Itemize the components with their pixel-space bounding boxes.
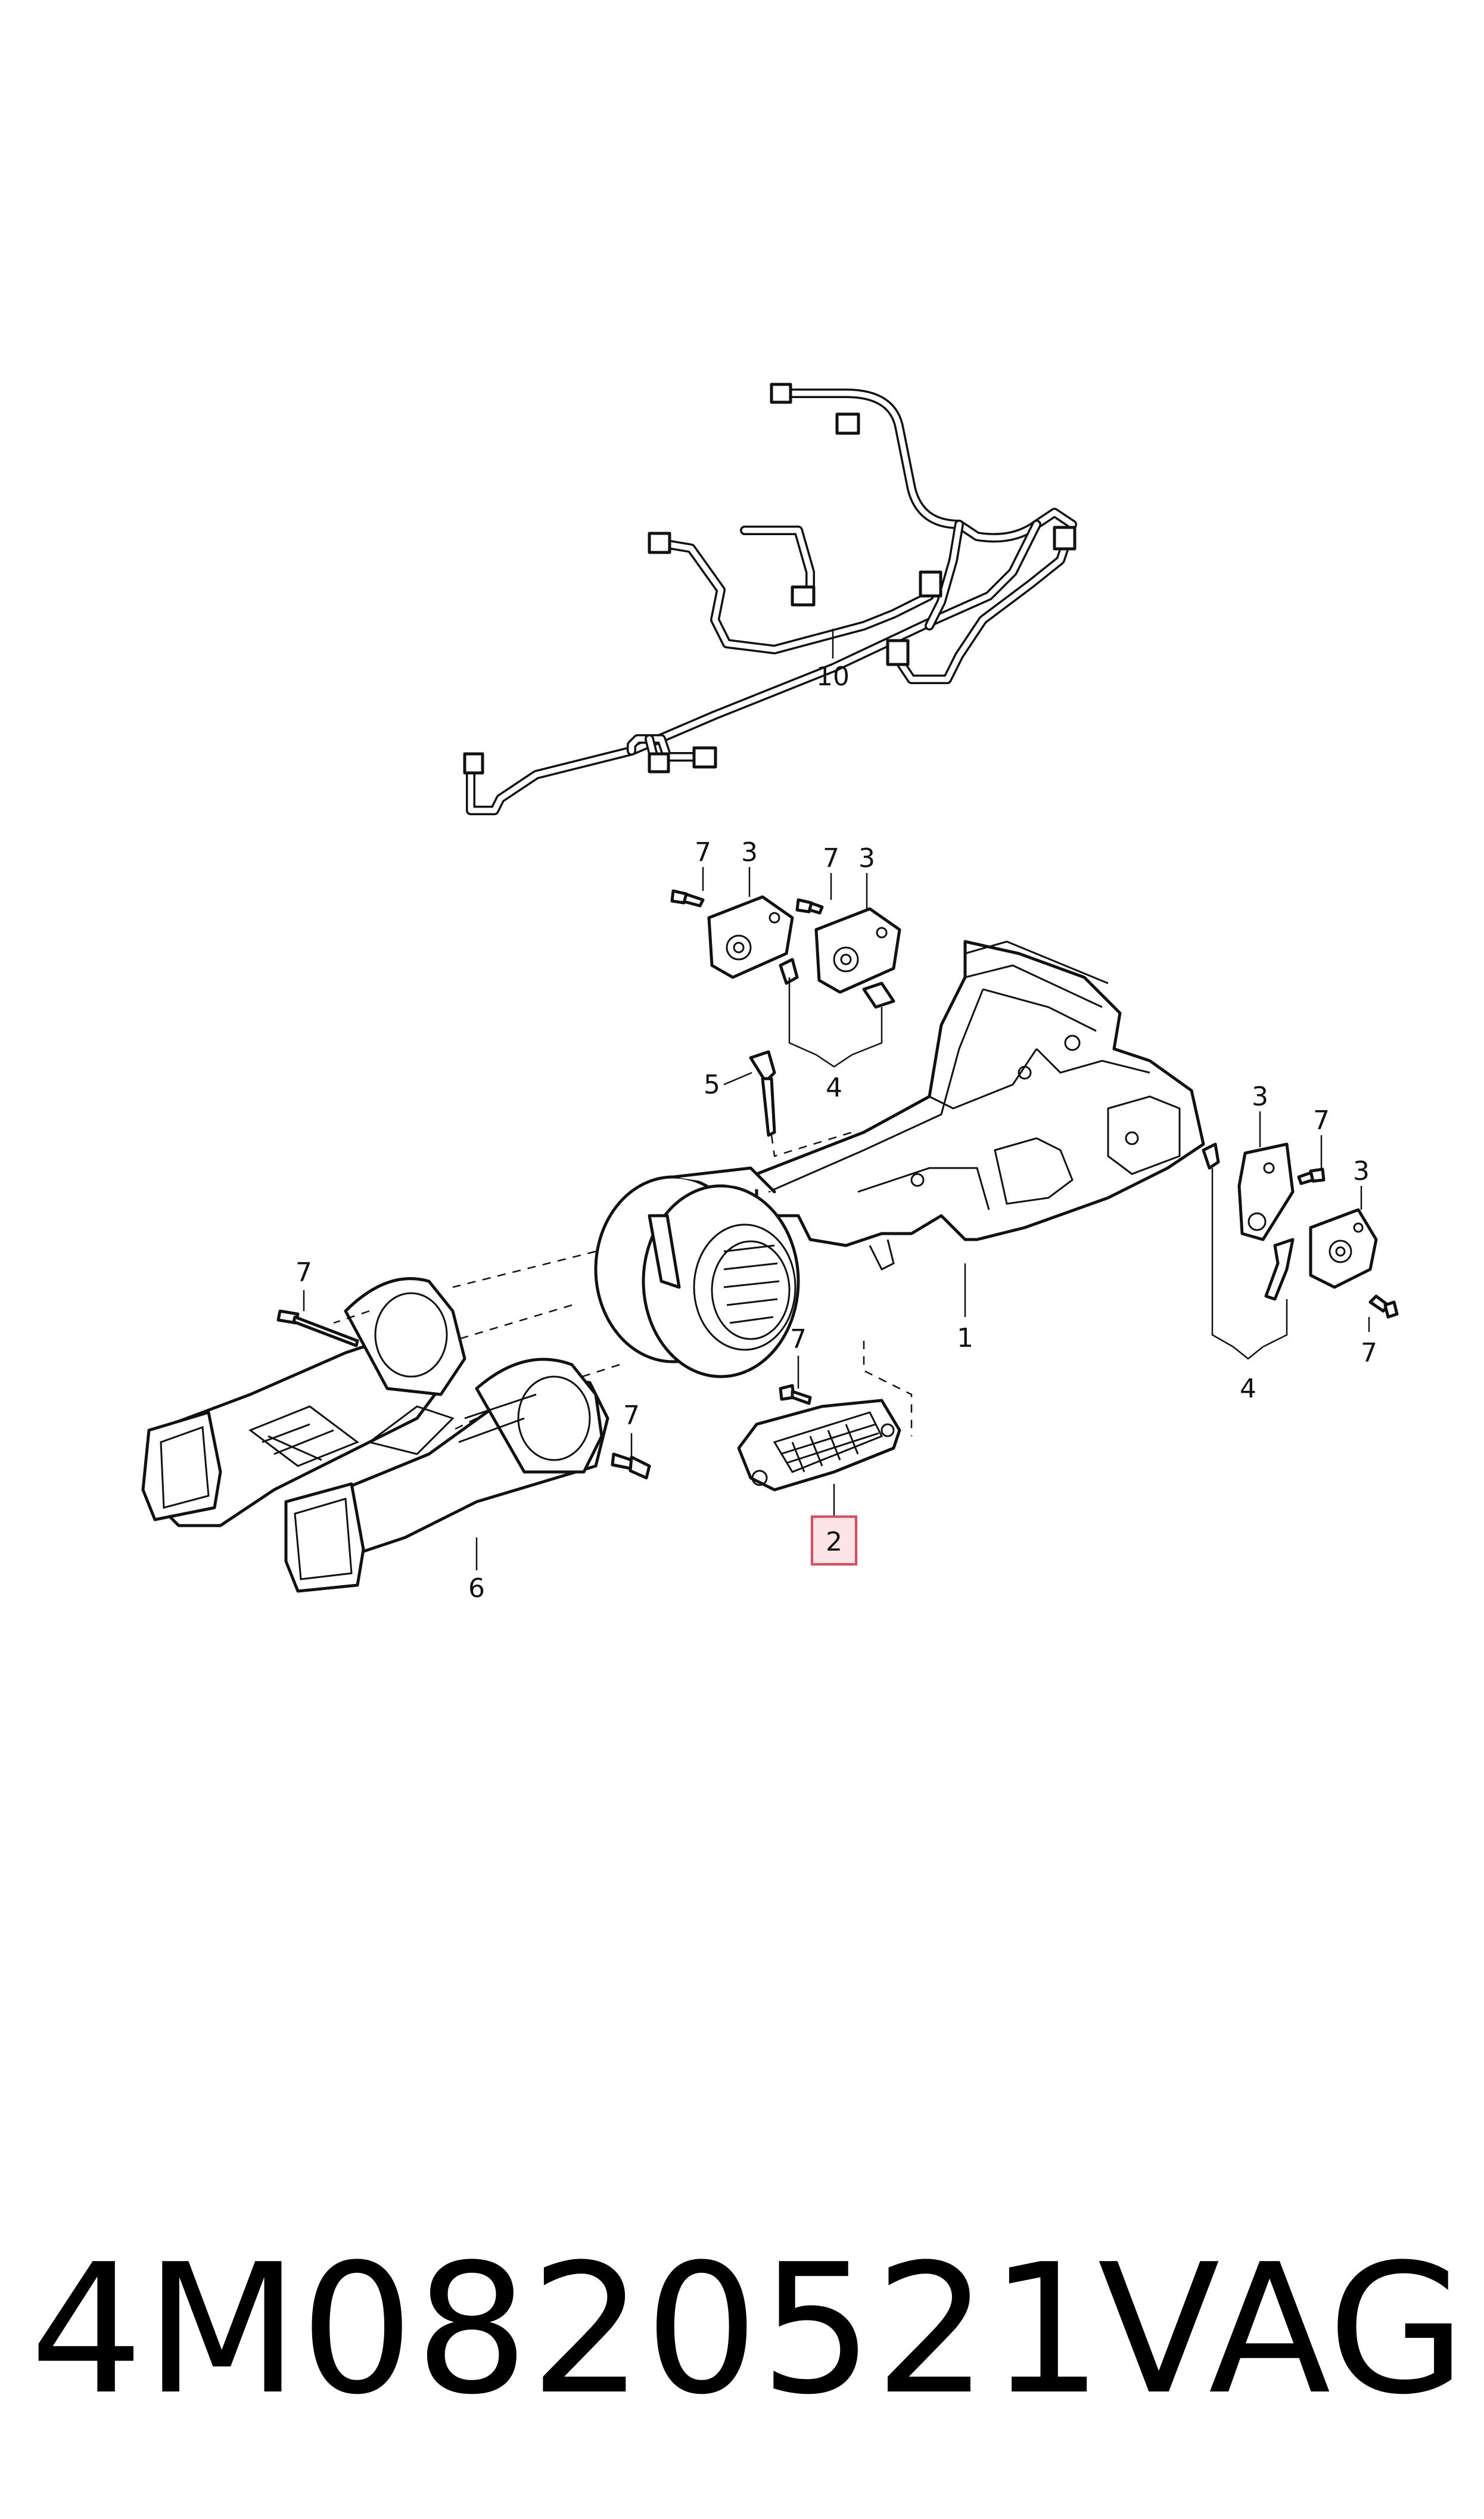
callout-servo-b: 3 bbox=[858, 843, 875, 874]
servo-motor-c[interactable] bbox=[1237, 1142, 1295, 1241]
callout-sensor: 5 bbox=[704, 1070, 720, 1100]
callout-harness: 10 bbox=[816, 661, 850, 692]
callout-labels: 10 3 7 3 7 4 5 1 3 7 3 7 4 7 7 6 7 2 bbox=[295, 629, 1377, 1604]
main-housing[interactable] bbox=[755, 940, 1205, 1271]
temperature-sensor[interactable] bbox=[749, 1050, 859, 1169]
callout-servo-a: 3 bbox=[741, 837, 758, 868]
callout-servo-c: 3 bbox=[1252, 1082, 1268, 1112]
brand-name: VAG bbox=[1097, 2226, 1466, 2434]
duct-screw-mid[interactable] bbox=[611, 1452, 651, 1480]
callout-resistor-screw: 7 bbox=[790, 1324, 807, 1355]
servo-motor-b[interactable] bbox=[814, 907, 901, 994]
servo-b-screw[interactable] bbox=[795, 898, 824, 915]
duct-screw-left[interactable] bbox=[276, 1309, 359, 1347]
callout-servo-b-screw: 7 bbox=[823, 843, 839, 874]
servo-c-screw[interactable] bbox=[1297, 1167, 1326, 1185]
servo-d-screw[interactable] bbox=[1368, 1294, 1399, 1319]
callout-duct: 6 bbox=[468, 1573, 485, 1604]
servo-motor-d[interactable] bbox=[1309, 1208, 1378, 1289]
callout-resistor-highlighted: 2 bbox=[826, 1527, 842, 1557]
callout-duct-screw-mid: 7 bbox=[623, 1400, 640, 1431]
callout-housing: 1 bbox=[957, 1323, 973, 1353]
callout-linkage-top: 4 bbox=[826, 1073, 842, 1103]
callout-duct-screw-left: 7 bbox=[295, 1257, 312, 1288]
wiring-harness[interactable] bbox=[463, 383, 1077, 815]
footer: 4M0820521 VAG bbox=[0, 2205, 1484, 2455]
blower-resistor[interactable] bbox=[737, 1341, 913, 1492]
callout-highlight-box bbox=[811, 1515, 857, 1566]
blower-fan[interactable] bbox=[452, 1166, 800, 1408]
callout-linkage-right: 4 bbox=[1240, 1374, 1256, 1404]
resistor-screw[interactable] bbox=[779, 1384, 812, 1405]
callout-servo-a-screw: 7 bbox=[695, 837, 711, 868]
callout-servo-d-screw: 7 bbox=[1361, 1338, 1377, 1368]
air-duct[interactable] bbox=[141, 1277, 609, 1593]
exploded-parts-diagram: 10 3 7 3 7 4 5 1 3 7 3 7 4 7 7 6 7 2 bbox=[141, 383, 1399, 1604]
linkage-arms-right[interactable] bbox=[1202, 1142, 1295, 1360]
servo-motor-a[interactable] bbox=[707, 895, 794, 979]
callout-servo-c-screw: 7 bbox=[1313, 1105, 1330, 1136]
part-number: 4M0820521 bbox=[30, 2226, 1105, 2434]
callout-servo-d: 3 bbox=[1353, 1156, 1370, 1186]
linkage-arms-top[interactable] bbox=[779, 958, 895, 1068]
servo-a-screw[interactable] bbox=[670, 889, 705, 908]
